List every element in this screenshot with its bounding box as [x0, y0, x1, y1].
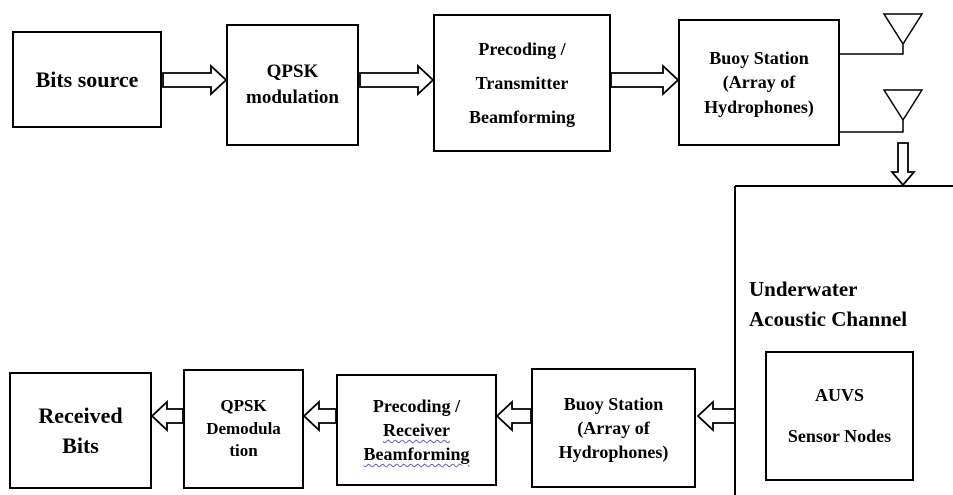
buoy-station-tx-block: Buoy Station (Array of Hydrophones) — [678, 19, 840, 146]
antenna-line-bottom — [839, 120, 904, 133]
qpsk-demodulation-block: QPSK Demodula tion — [183, 369, 304, 489]
arrow-channel-to-buoy-rx — [696, 399, 736, 433]
arrow-buoy-to-channel — [890, 142, 916, 187]
auvs-sensor-nodes-block: AUVS Sensor Nodes — [765, 351, 914, 481]
precoding-transmitter-block: Precoding / Transmitter Beamforming — [433, 14, 611, 152]
antenna-icon-top — [882, 13, 924, 46]
buoy-station-rx-block: Buoy Station (Array of Hydrophones) — [531, 368, 696, 488]
precoding-receiver-block: Precoding / Receiver Beamforming — [336, 374, 497, 486]
antenna-icon-bottom — [882, 89, 924, 122]
arrow-precoding-to-buoy — [610, 63, 680, 97]
received-bits-block: Received Bits — [9, 372, 152, 489]
antenna-line-top — [839, 44, 904, 55]
arrow-bits-to-qpsk — [162, 63, 228, 97]
bits-source-block: Bits source — [12, 31, 162, 128]
qpsk-modulation-block: QPSK modulation — [226, 24, 359, 146]
channel-label: Underwater Acoustic Channel — [749, 277, 908, 332]
arrow-demod-to-received — [150, 399, 184, 433]
arrow-precoding-rx-to-demod — [302, 399, 337, 433]
arrow-buoy-rx-to-precoding-rx — [495, 399, 532, 433]
arrow-qpsk-to-precoding — [359, 63, 435, 97]
